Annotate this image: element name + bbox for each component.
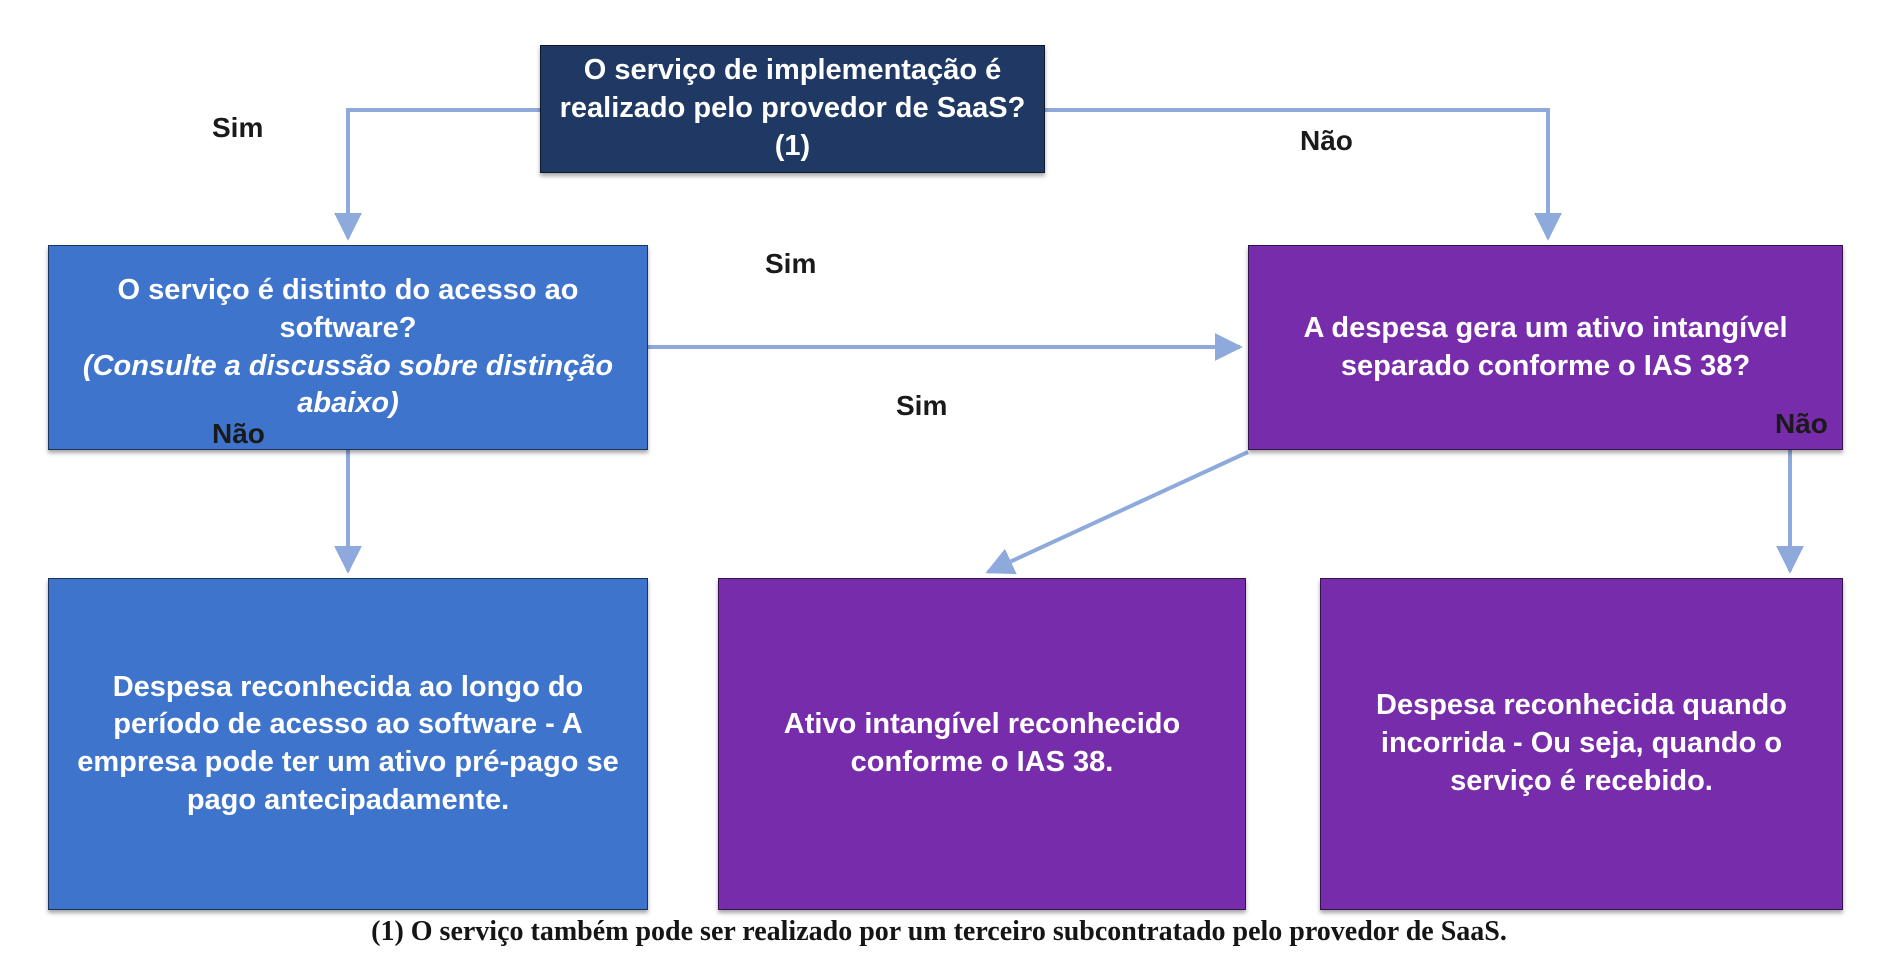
node-period-expense-label: Despesa reconhecida ao longo do período … (77, 670, 619, 816)
node-intangible-asset-outcome[interactable]: Ativo intangível reconhecido conforme o … (718, 578, 1246, 910)
node-incurred-expense-label: Despesa reconhecida quando incorrida - O… (1376, 689, 1787, 797)
node-root-label: O serviço de implementação é realizado p… (559, 54, 1026, 162)
connector-ias-yes (985, 450, 1249, 575)
connector-root-no (1045, 108, 1562, 241)
connector-root-yes (334, 108, 540, 241)
footnote-text: (1) O serviço também pode ser realizado … (371, 916, 1507, 947)
edge-label-root-yes: Sim (212, 112, 264, 143)
node-distinct-label: O serviço é distinto do acesso ao softwa… (117, 274, 579, 344)
node-distinct-question[interactable]: O serviço é distinto do acesso ao softwa… (48, 245, 648, 450)
node-intangible-asset-label: Ativo intangível reconhecido conforme o … (783, 708, 1181, 778)
node-ias38-label: A despesa gera um ativo intangível separ… (1303, 311, 1788, 382)
edge-label-ias-no: Não (1775, 408, 1828, 439)
edge-label-distinct-yes: Sim (765, 248, 817, 279)
node-root-question[interactable]: O serviço de implementação é realizado p… (540, 45, 1045, 173)
edge-label-root-no: Não (1300, 125, 1353, 156)
node-ias38-question[interactable]: A despesa gera um ativo intangível separ… (1248, 245, 1843, 450)
node-distinct-subnote: (Consulte a discussão sobre distinção ab… (82, 349, 614, 420)
node-incurred-expense-outcome[interactable]: Despesa reconhecida quando incorrida - O… (1320, 578, 1843, 910)
edge-label-ias-yes: Sim (896, 390, 948, 421)
node-period-expense-outcome[interactable]: Despesa reconhecida ao longo do período … (48, 578, 648, 910)
edge-label-distinct-no: Não (212, 418, 265, 449)
